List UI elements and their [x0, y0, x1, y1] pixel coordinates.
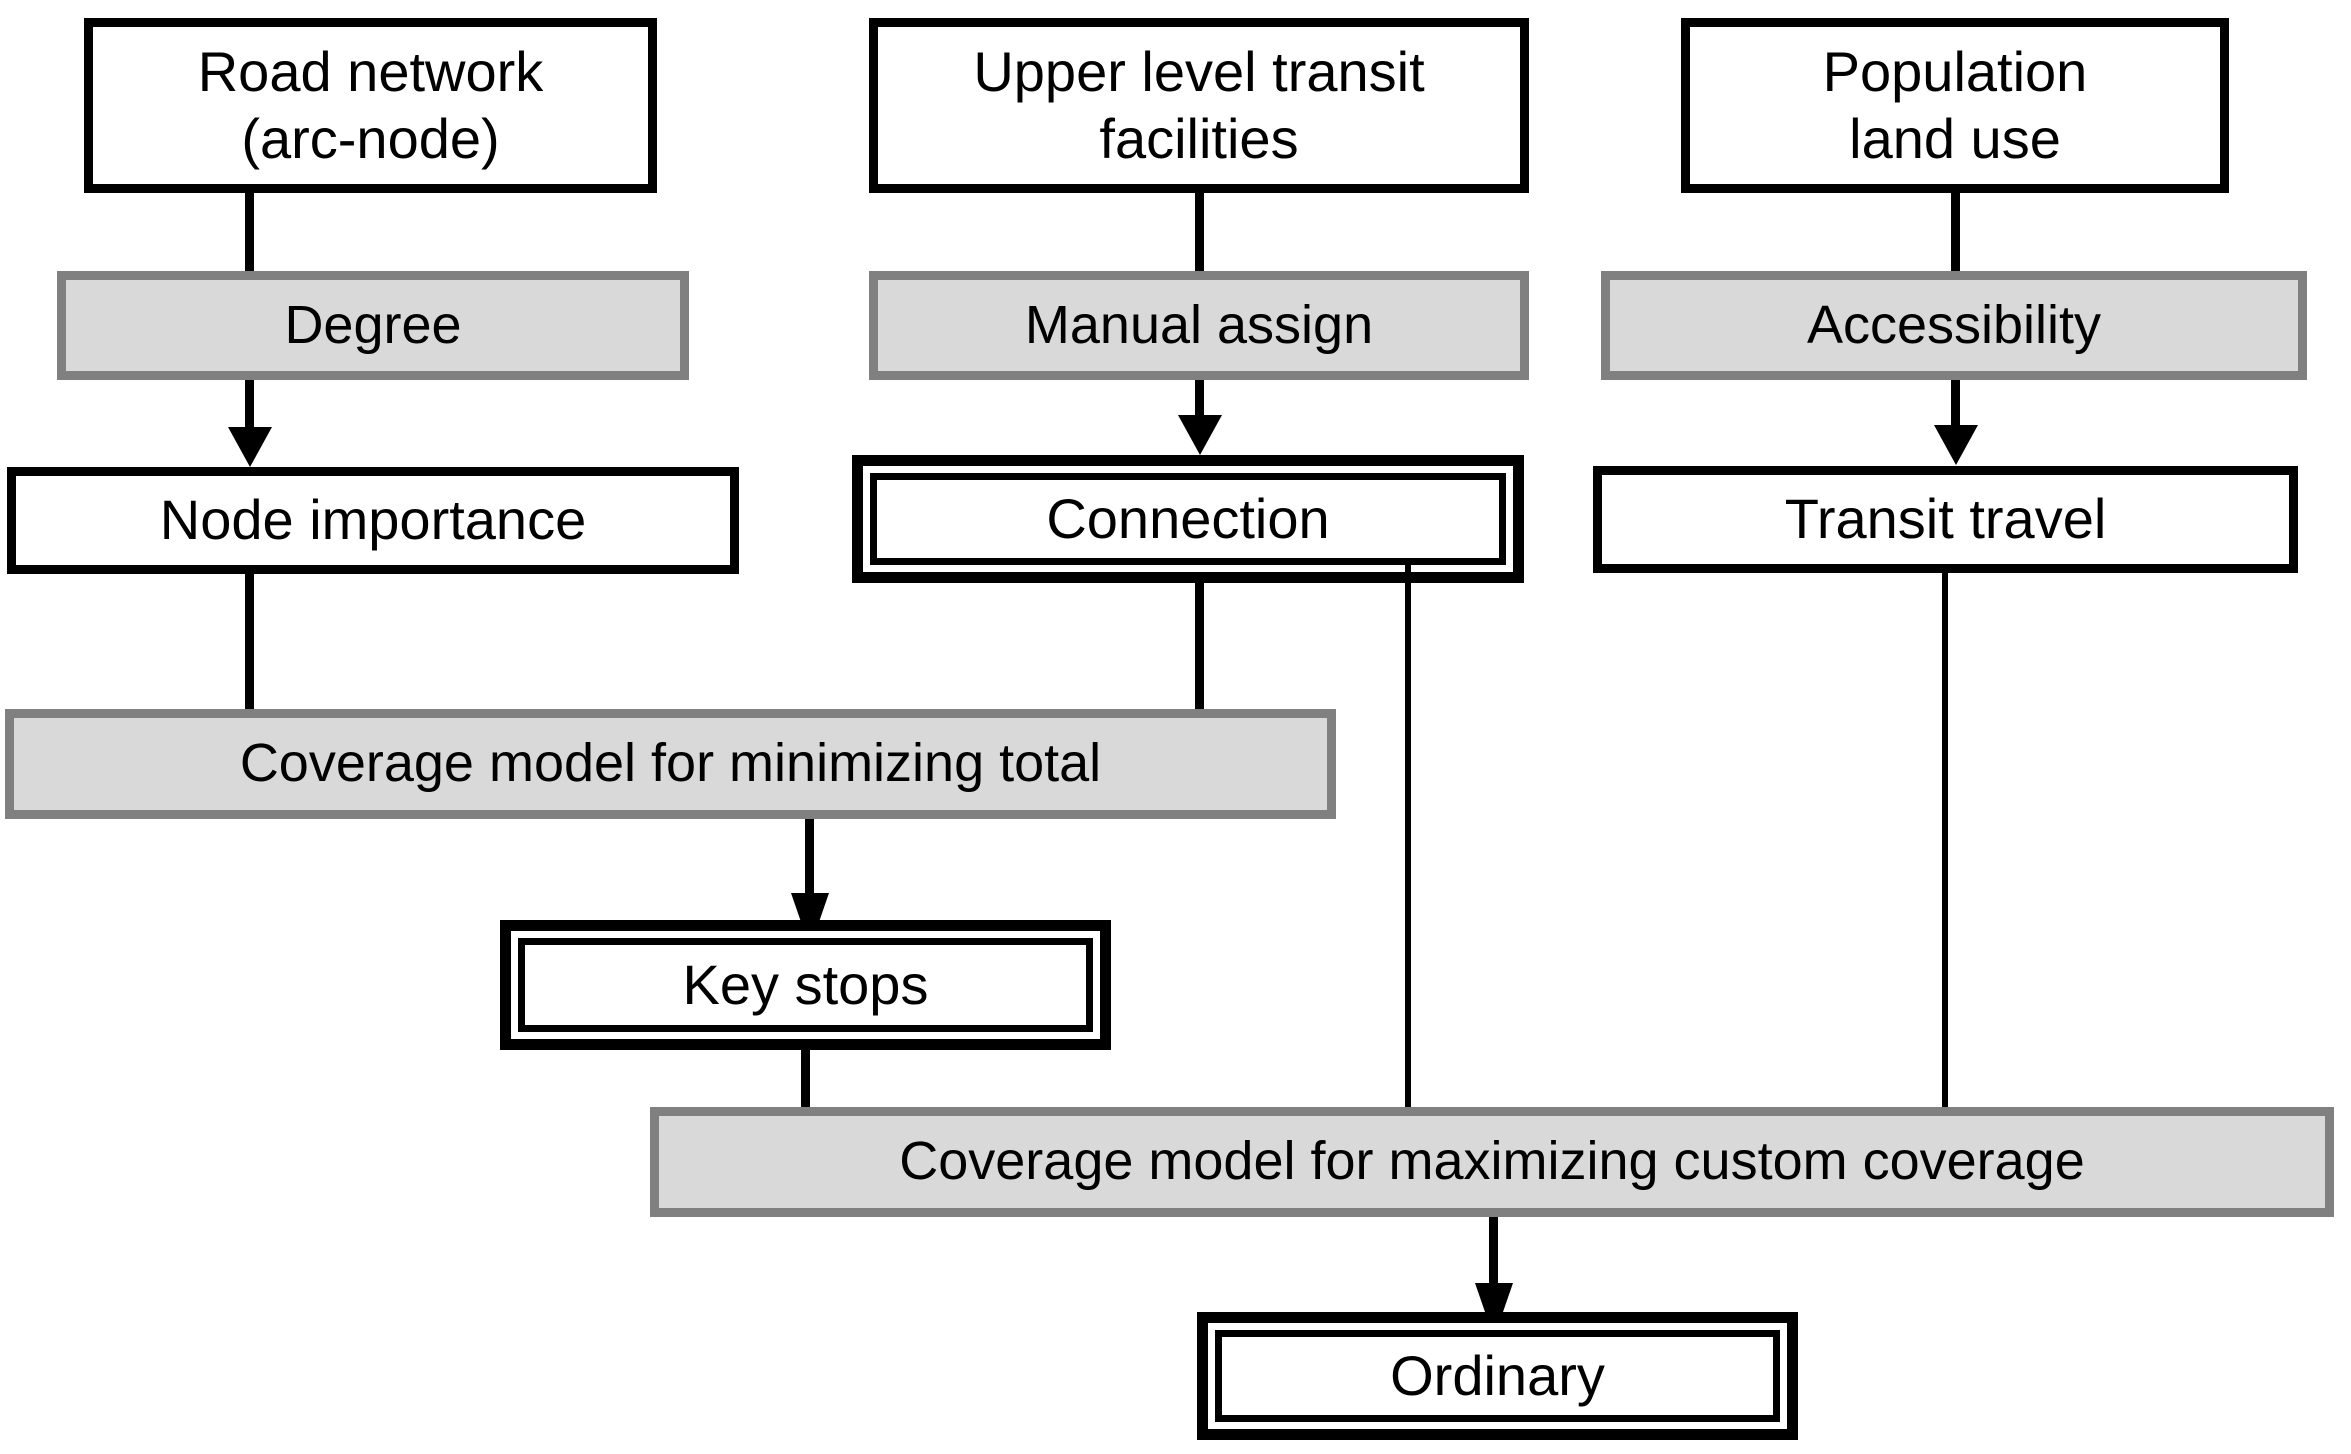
node-coverage-model-minimizing-total: Coverage model for minimizing total — [5, 709, 1336, 819]
edge-accessibility-to-transit-travel — [1951, 380, 1960, 428]
node-manual-assign: Manual assign — [869, 271, 1529, 380]
node-transit-travel: Transit travel — [1593, 466, 2298, 573]
node-degree: Degree — [57, 271, 689, 380]
edge-coverage-max-to-ordinary — [1489, 1217, 1498, 1289]
node-ordinary-label: Ordinary — [1215, 1330, 1780, 1422]
edge-connection-to-coverage-min — [1195, 583, 1204, 709]
node-key-stops-label: Key stops — [518, 938, 1093, 1032]
node-accessibility: Accessibility — [1601, 271, 2307, 380]
node-road-network: Road network (arc-node) — [84, 18, 657, 193]
edge-key-stops-to-coverage-max — [801, 1050, 810, 1107]
edge-connection-to-coverage-max — [1405, 560, 1411, 1107]
edge-degree-to-node-importance — [245, 380, 254, 430]
node-key-stops: Key stops — [500, 920, 1111, 1050]
edge-node-importance-to-coverage-min — [245, 574, 254, 709]
edge-population-to-accessibility — [1951, 193, 1960, 271]
node-connection: Connection — [852, 455, 1524, 583]
node-upper-level-transit-facilities: Upper level transit facilities — [869, 18, 1529, 193]
edge-manual-assign-to-connection — [1195, 380, 1204, 418]
arrowhead-degree-to-node-importance — [228, 427, 272, 467]
node-population-land-use: Population land use — [1681, 18, 2229, 193]
node-node-importance: Node importance — [7, 467, 739, 574]
arrowhead-accessibility-to-transit-travel — [1934, 425, 1978, 465]
node-connection-label: Connection — [870, 473, 1506, 565]
node-coverage-model-maximizing-custom-coverage: Coverage model for maximizing custom cov… — [650, 1107, 2334, 1217]
edge-coverage-min-to-key-stops — [805, 819, 814, 899]
node-ordinary: Ordinary — [1197, 1312, 1798, 1440]
arrowhead-manual-assign-to-connection — [1178, 415, 1222, 455]
edge-upper-transit-to-manual-assign — [1195, 193, 1204, 271]
edge-transit-travel-to-coverage-max — [1942, 573, 1948, 1107]
edge-road-network-to-degree — [245, 193, 254, 271]
